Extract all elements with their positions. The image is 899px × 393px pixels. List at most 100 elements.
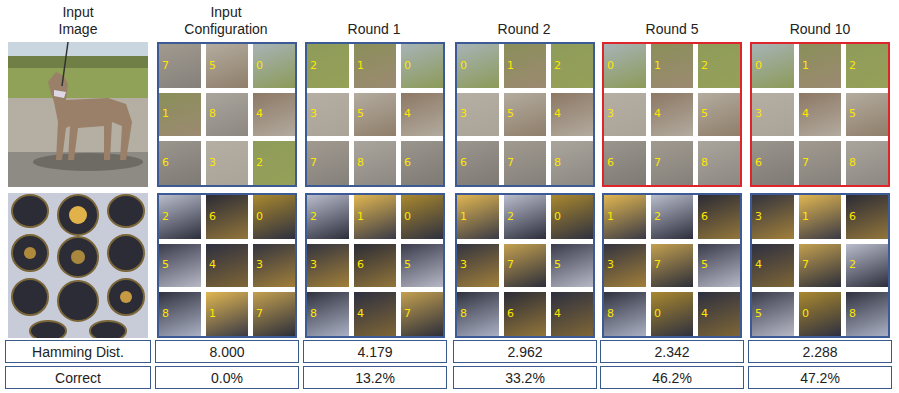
column-header: Round 5 [627,21,717,38]
tile-number: 2 [256,156,263,169]
tile-number: 2 [310,59,317,72]
table-value: 46.2% [652,370,692,386]
puzzle-tile: 4 [206,244,248,288]
puzzle-tile: 6 [159,141,201,185]
puzzle-tile: 6 [752,141,794,185]
tile-number: 6 [357,258,364,271]
tile-number: 0 [404,210,411,223]
tile-number: 8 [310,307,317,320]
table-value: 0.0% [211,370,243,386]
puzzle-tile: 5 [752,292,794,336]
puzzle-tile: 5 [354,93,396,137]
tile-number: 8 [460,307,467,320]
puzzle-tile: 3 [307,244,349,288]
tile-number: 4 [209,258,216,271]
tile-number: 4 [755,258,762,271]
table-value: 8.000 [209,344,244,360]
tile-number: 4 [357,307,364,320]
puzzle-tile: 8 [457,292,499,336]
tile-number: 3 [209,156,216,169]
puzzle-tile: 7 [799,244,841,288]
tile-number: 5 [701,107,708,120]
puzzle-tile: 8 [604,292,646,336]
puzzle-tile: 7 [159,44,201,88]
puzzle-tile: 0 [253,44,295,88]
tile-number: 4 [404,107,411,120]
puzzle-grid: 750184632 [157,42,297,187]
puzzle-tile: 3 [457,93,499,137]
tile-number: 1 [357,210,364,223]
puzzle-tile: 3 [206,141,248,185]
puzzle-tile: 0 [752,44,794,88]
tile-number: 5 [849,107,856,120]
tile-number: 1 [654,59,661,72]
table-cell: Hamming Dist. [5,340,151,363]
puzzle-tile: 8 [354,141,396,185]
puzzle-tile: 5 [159,244,201,288]
table-value: 2.962 [507,344,542,360]
puzzle-tile: 1 [651,44,693,88]
tile-number: 1 [507,59,514,72]
tile-number: 6 [755,156,762,169]
tile-number: 7 [256,307,263,320]
tile-number: 2 [310,210,317,223]
puzzle-tile: 6 [604,141,646,185]
puzzle-tile: 4 [354,292,396,336]
puzzle-tile: 3 [752,93,794,137]
table-value: 47.2% [800,370,840,386]
puzzle-tile: 0 [551,195,593,239]
tile-number: 8 [607,307,614,320]
puzzle-tile: 7 [651,141,693,185]
puzzle-tile: 0 [651,292,693,336]
puzzle-tile: 6 [504,292,546,336]
table-value: 13.2% [355,370,395,386]
puzzle-tile: 1 [604,195,646,239]
table-cell: 33.2% [453,366,597,389]
puzzle-tile: 5 [206,44,248,88]
tile-number: 7 [654,156,661,169]
column-header: Input Configuration [171,4,281,38]
puzzle-tile: 2 [698,44,740,88]
row-header: Correct [55,370,101,386]
puzzle-tile: 4 [651,93,693,137]
tile-number: 3 [310,258,317,271]
tile-number: 7 [310,156,317,169]
tile-number: 8 [849,156,856,169]
puzzle-tile: 4 [401,93,443,137]
tile-number: 6 [460,156,467,169]
puzzle-tile: 5 [846,93,888,137]
puzzle-tile: 3 [457,244,499,288]
puzzle-grid: 316472508 [750,193,890,338]
tile-number: 5 [701,258,708,271]
puzzle-grid: 210354786 [305,42,445,187]
puzzle-tile: 2 [307,44,349,88]
puzzle-tile: 4 [799,93,841,137]
puzzle-tile: 1 [206,292,248,336]
tile-number: 6 [701,210,708,223]
tile-number: 1 [162,107,169,120]
puzzle-tile: 1 [457,195,499,239]
table-cell: 47.2% [748,366,892,389]
tile-number: 6 [209,210,216,223]
tile-number: 6 [507,307,514,320]
badges-photo [8,193,148,338]
column-header: Round 2 [479,21,569,38]
puzzle-tile: 2 [253,141,295,185]
puzzle-tile: 2 [159,195,201,239]
tile-number: 5 [357,107,364,120]
puzzle-tile: 3 [307,93,349,137]
tile-number: 4 [554,307,561,320]
puzzle-tile: 2 [846,244,888,288]
puzzle-tile: 3 [604,244,646,288]
puzzle-tile: 3 [253,244,295,288]
puzzle-grid: 012345678 [602,42,742,187]
tile-number: 7 [802,156,809,169]
puzzle-tile: 6 [206,195,248,239]
tile-number: 4 [802,107,809,120]
puzzle-tile: 5 [401,244,443,288]
tile-number: 6 [404,156,411,169]
puzzle-tile: 7 [651,244,693,288]
tile-number: 7 [507,258,514,271]
tile-number: 3 [310,107,317,120]
puzzle-tile: 8 [698,141,740,185]
